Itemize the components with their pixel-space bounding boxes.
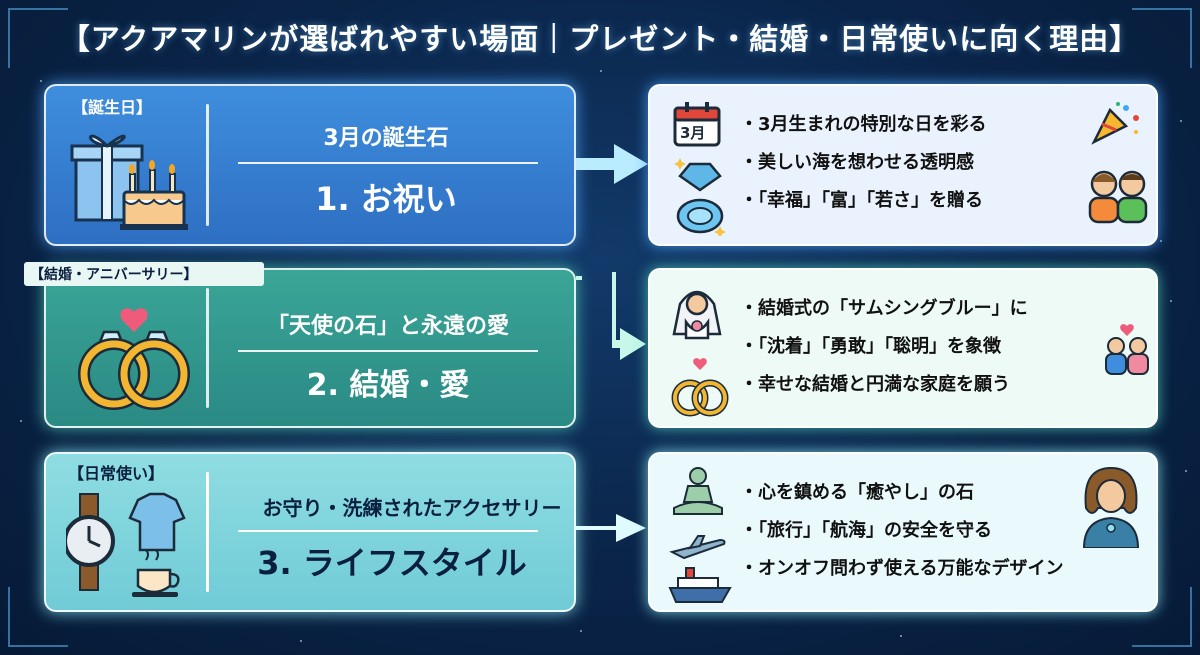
list-item: 「旅行」「航海」の安全を守る <box>740 512 1063 550</box>
rings-icon <box>78 308 190 410</box>
bullet-list: 心を鎮める「癒やし」の石 「旅行」「航海」の安全を守る オンオフ問わず使える万能… <box>740 474 1063 588</box>
section-heading: 1. お祝い <box>315 180 457 218</box>
section-heading: 2. 結婚・愛 <box>306 368 470 403</box>
frame-corner <box>1132 8 1192 68</box>
divider <box>206 472 209 592</box>
section-subtitle: お守り・洗練されたアクセサリー <box>262 496 562 520</box>
rings-icon <box>671 358 729 417</box>
section-left-panel: 【誕生日】 3月の誕生石 1. お祝い <box>44 84 576 246</box>
list-item: 結婚式の「サムシングブルー」に <box>740 290 1028 328</box>
section-tag: 【日常使い】 <box>68 464 165 483</box>
arrow-right-icon <box>576 144 648 184</box>
watch-shirt-cup-icon <box>66 492 186 597</box>
tag-background <box>24 262 264 286</box>
section-birthday: 【誕生日】 3月の誕生石 1. お祝い 3月 <box>44 84 1158 246</box>
gift-cake-icon <box>70 134 188 230</box>
family-icon <box>1088 170 1148 224</box>
arrow-right-icon <box>576 514 646 542</box>
section-left-panel: 【結婚・アニバーサリー】 「天使の石」と永遠の愛 2. 結婚・愛 <box>24 262 576 428</box>
section-subtitle: 「天使の石」と永遠の愛 <box>266 314 509 339</box>
calendar-label: 3月 <box>680 124 706 142</box>
section-right-panel: 結婚式の「サムシングブルー」に 「沈着」「勇敢」「聡明」を象徴 幸せな結婚と円満… <box>648 268 1158 428</box>
list-item: 「沈着」「勇敢」「聡明」を象徴 <box>740 328 1028 366</box>
section-subtitle: 3月の誕生石 <box>323 126 449 151</box>
meditation-icon <box>673 467 723 515</box>
divider <box>206 288 209 408</box>
page-title: 【アクアマリンが選ばれやすい場面｜プレゼント・結婚・日常使いに向く理由】 <box>60 22 1140 56</box>
section-left-panel: 【日常使い】 お守り・洗練されたアクセサリー 3. ライフスタイル <box>44 452 576 612</box>
bullet-list: 結婚式の「サムシングブルー」に 「沈着」「勇敢」「聡明」を象徴 幸せな結婚と円満… <box>740 290 1028 404</box>
frame-corner <box>8 8 68 68</box>
arrow-right-icon <box>576 272 646 360</box>
section-daily-use: 【日常使い】 お守り・洗練されたアクセサリー 3. ライフスタイル <box>44 452 1158 612</box>
airplane-icon <box>669 535 726 560</box>
bullet-list: 3月生まれの特別な日を彩る 美しい海を想わせる透明感 「幸福」「富」「若さ」を贈… <box>740 106 987 220</box>
section-heading: 3. ライフスタイル <box>257 544 527 582</box>
ship-icon <box>668 567 732 603</box>
section-wedding: 【結婚・アニバーサリー】 「天使の石」と永遠の愛 2. 結婚・愛 <box>24 262 1158 428</box>
woman-icon <box>1082 466 1140 548</box>
section-right-panel: 3月 3月生まれの特別な日を彩る 美しい海を想わせる透明感 「幸福」「富」「若さ… <box>648 84 1158 246</box>
list-item: オンオフ問わず使える万能なデザイン <box>740 550 1063 588</box>
calendar-icon <box>673 102 721 147</box>
list-item: 幸せな結婚と円満な家庭を願う <box>740 366 1028 404</box>
divider <box>206 104 209 226</box>
section-tag: 【結婚・アニバーサリー】 <box>30 267 198 283</box>
family-heart-icon <box>1105 324 1149 375</box>
list-item: 「幸福」「富」「若さ」を贈る <box>740 182 987 220</box>
bride-icon <box>672 290 722 340</box>
gemstone-icon <box>674 158 726 236</box>
divider <box>238 350 538 352</box>
frame-corner <box>8 587 68 647</box>
list-item: 美しい海を想わせる透明感 <box>740 144 987 182</box>
party-popper-icon <box>1091 102 1139 145</box>
section-right-panel: 心を鎮める「癒やし」の石 「旅行」「航海」の安全を守る オンオフ問わず使える万能… <box>648 452 1158 612</box>
list-item: 3月生まれの特別な日を彩る <box>740 106 987 144</box>
list-item: 心を鎮める「癒やし」の石 <box>740 474 1063 512</box>
divider <box>238 162 538 164</box>
divider <box>238 530 538 532</box>
frame-corner <box>1132 587 1192 647</box>
section-tag: 【誕生日】 <box>72 98 153 117</box>
